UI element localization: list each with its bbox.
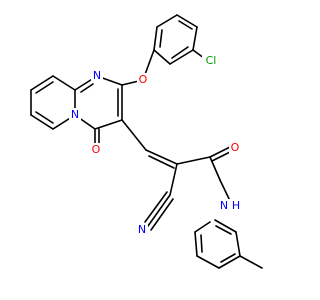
label-ether-oxygen: O [139,73,148,86]
tolyl-ring [194,219,263,269]
label-amide-nitrogen: N [220,199,228,212]
structure-svg: Cl O N N O O N N H [30,14,263,269]
molecule-drawing: Cl O N N O O N N H [30,14,263,269]
label-ring-carbonyl-oxygen: O [92,143,101,156]
chlorophenyl-ring [153,14,209,65]
label-chlorine: Cl [206,54,217,67]
label-bridgehead-nitrogen: N [71,108,79,121]
acrylamide-chain [121,119,233,231]
label-ring-nitrogen-top: N [93,69,101,82]
label-amide-hydrogen: H [232,199,240,212]
label-nitrile-nitrogen: N [138,223,146,236]
label-amide-oxygen: O [231,141,240,154]
